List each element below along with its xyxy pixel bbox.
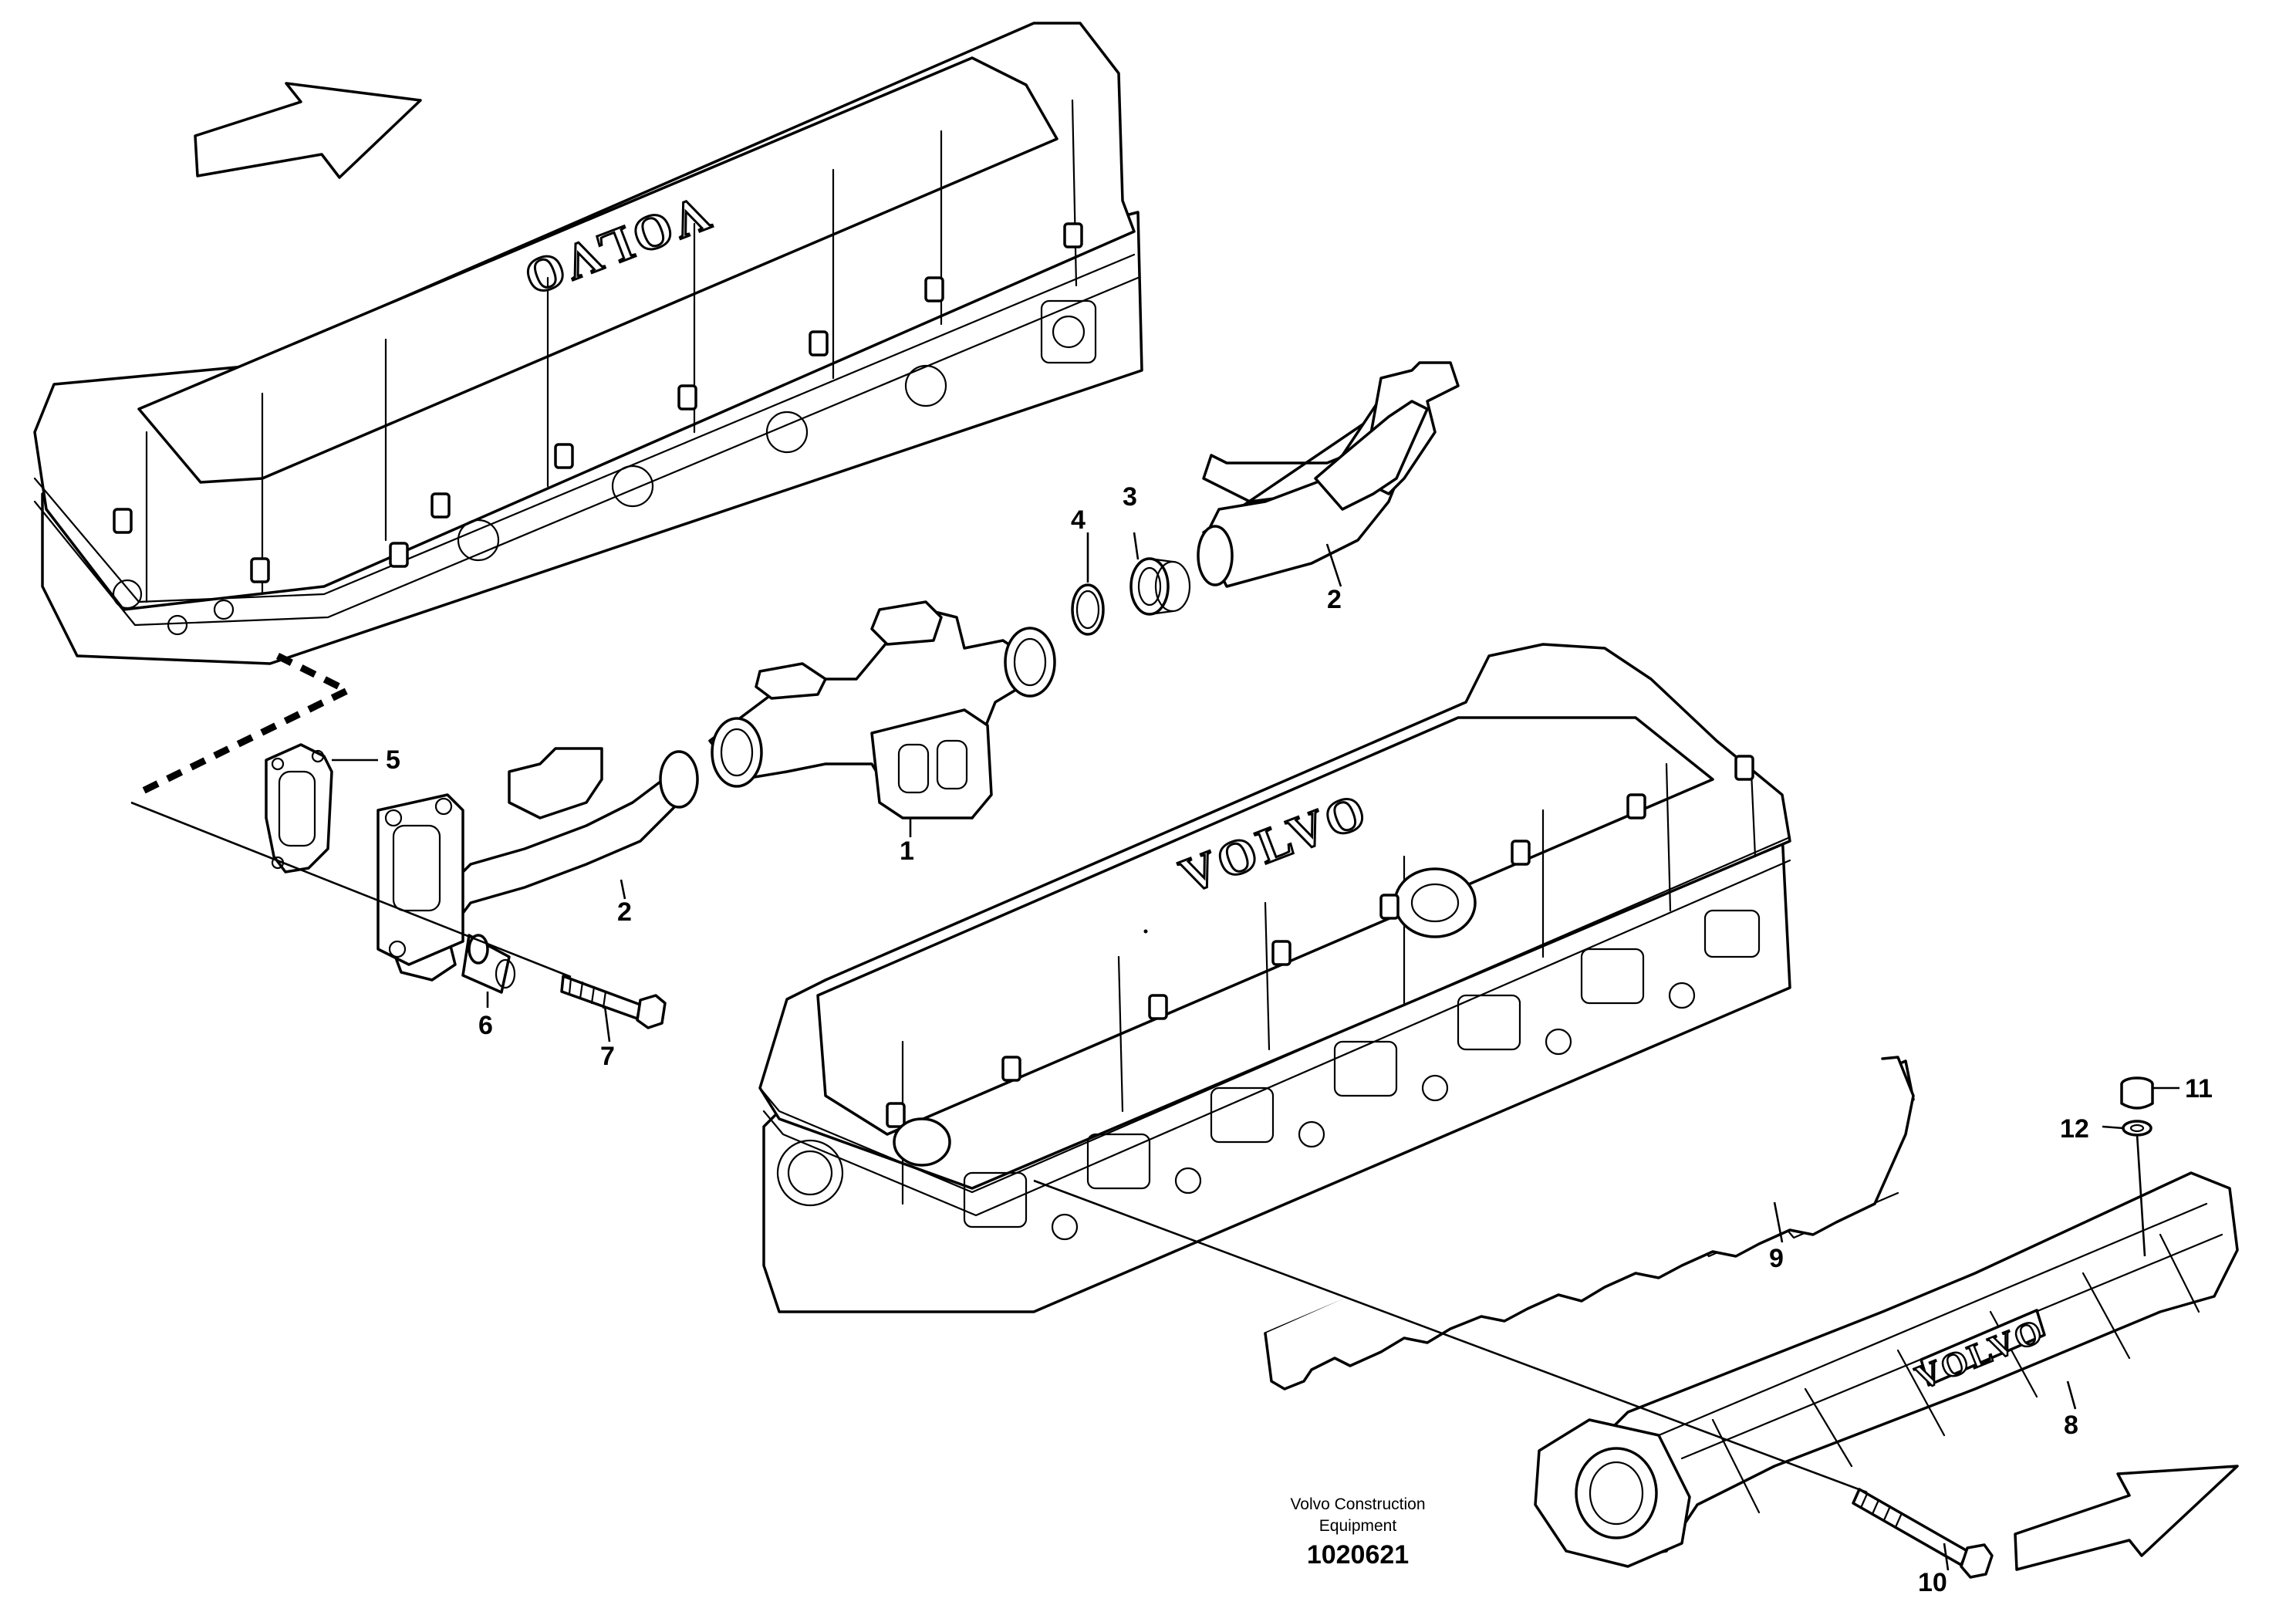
callout-2-rear: 2 (1327, 585, 1342, 614)
exhaust-flange-gasket (265, 743, 333, 874)
callout-8: 8 (2064, 1411, 2078, 1440)
oil-filler-cap-icon (1393, 867, 1477, 938)
credit-line-2: Equipment (1319, 1517, 1397, 1535)
cover-bolt-row-icon (113, 222, 1083, 583)
callout-3: 3 (1123, 482, 1137, 512)
intake-manifold-bolt (1852, 1488, 1994, 1579)
seal-ring (1129, 557, 1191, 616)
credit-block: Volvo Construction Equipment 1020621 (1290, 1495, 1425, 1570)
callout-7: 7 (600, 1042, 615, 1071)
callout-1: 1 (900, 836, 914, 866)
callout-5: 5 (386, 745, 400, 775)
document-number: 1020621 (1307, 1540, 1409, 1570)
exhaust-manifold-rear (1197, 361, 1460, 588)
plug (2120, 1076, 2154, 1110)
plug-centerline (2136, 1134, 2146, 1257)
callout-6: 6 (478, 1011, 493, 1040)
manifold-gasket (1264, 1056, 1915, 1391)
callout-labels: 1 2 2 3 4 5 6 7 8 9 10 11 12 (386, 482, 2213, 1597)
upper-cylinder-head-assembly: VOLVO (33, 22, 1143, 665)
direction-arrow-right-icon (2014, 1465, 2239, 1571)
callout-leaders (332, 532, 2180, 1571)
slip-joint-left-icon (711, 717, 763, 788)
lower-cover-bolt-row-icon (886, 755, 1754, 1128)
manifold-bolt (560, 975, 667, 1029)
assembly-centerlines (130, 652, 1868, 1494)
callout-11: 11 (2185, 1074, 2213, 1103)
callout-12: 12 (2060, 1114, 2089, 1144)
slip-joint-right-icon (1004, 627, 1056, 698)
callout-10: 10 (1918, 1568, 1947, 1597)
intake-manifold: VOLVO (1534, 1171, 2239, 1568)
exhaust-manifold-center (708, 600, 1056, 819)
exhaust-manifold-front (376, 747, 699, 982)
callout-9: 9 (1769, 1244, 1784, 1273)
credit-line-1: Volvo Construction (1290, 1495, 1425, 1513)
spacer-sleeve (461, 934, 516, 994)
washer (2122, 1120, 2152, 1137)
callout-2-front: 2 (617, 897, 632, 927)
lower-cylinder-head-assembly: VOLVO (758, 643, 1791, 1313)
o-ring (1071, 583, 1105, 636)
direction-arrow-left-icon (194, 82, 422, 179)
callout-4: 4 (1071, 505, 1086, 535)
